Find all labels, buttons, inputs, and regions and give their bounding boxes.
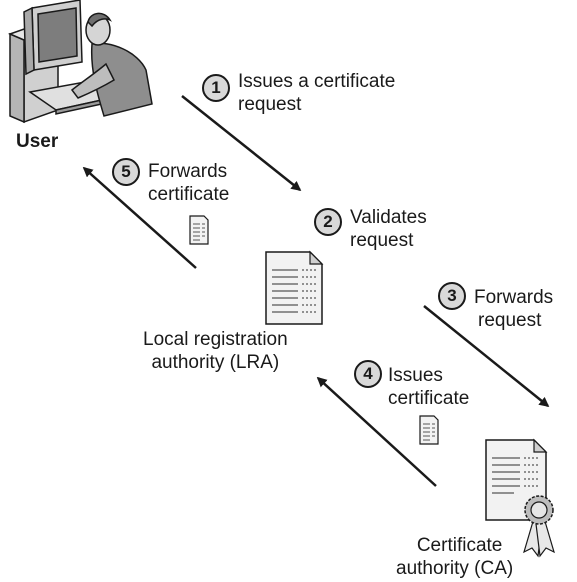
arrow-step-4 xyxy=(316,376,437,487)
arrow-step-3 xyxy=(423,305,550,408)
user-computer-icon xyxy=(7,0,153,124)
certificate-small-icon-5 xyxy=(189,215,209,245)
step-5-line-1: Forwards xyxy=(148,161,228,182)
step-2-line-2: request xyxy=(350,230,414,251)
ca-line-2: authority (CA) xyxy=(396,558,514,579)
step-2-line-1: Validates xyxy=(350,207,427,228)
step-3-line-2: request xyxy=(478,310,542,331)
step-5-label: Forwards certificate xyxy=(148,160,229,206)
step-2-badge: 2 xyxy=(314,208,342,236)
step-1-badge: 1 xyxy=(202,74,230,102)
step-3-label: Forwards request xyxy=(474,286,553,332)
lra-document-icon xyxy=(265,250,324,325)
ca-label: Certificate authority (CA) xyxy=(396,534,513,580)
step-5-badge: 5 xyxy=(112,158,140,186)
step-4-badge: 4 xyxy=(354,360,382,388)
ca-certificate-icon xyxy=(485,438,555,558)
ca-line-1: Certificate xyxy=(416,535,503,556)
lra-line-1: Local registration xyxy=(143,329,288,350)
step-1-line-2: request xyxy=(238,94,302,115)
step-4-label: Issues certificate xyxy=(388,364,469,410)
step-5-line-2: certificate xyxy=(148,184,230,205)
arrow-step-5 xyxy=(82,166,197,269)
step-3-line-1: Forwards xyxy=(474,287,554,308)
lra-line-2: authority (LRA) xyxy=(151,352,280,373)
arrow-step-1 xyxy=(181,95,302,192)
user-label: User xyxy=(16,131,59,152)
step-4-line-1: Issues xyxy=(388,365,443,386)
step-3-badge: 3 xyxy=(438,282,466,310)
step-4-line-2: certificate xyxy=(388,388,470,409)
step-1-line-1: Issues a certificate xyxy=(238,71,396,92)
step-1-label: Issues a certificate request xyxy=(238,70,395,116)
lra-label: Local registration authority (LRA) xyxy=(143,328,288,374)
step-2-label: Validates request xyxy=(350,206,427,252)
certificate-small-icon-4 xyxy=(419,415,439,445)
